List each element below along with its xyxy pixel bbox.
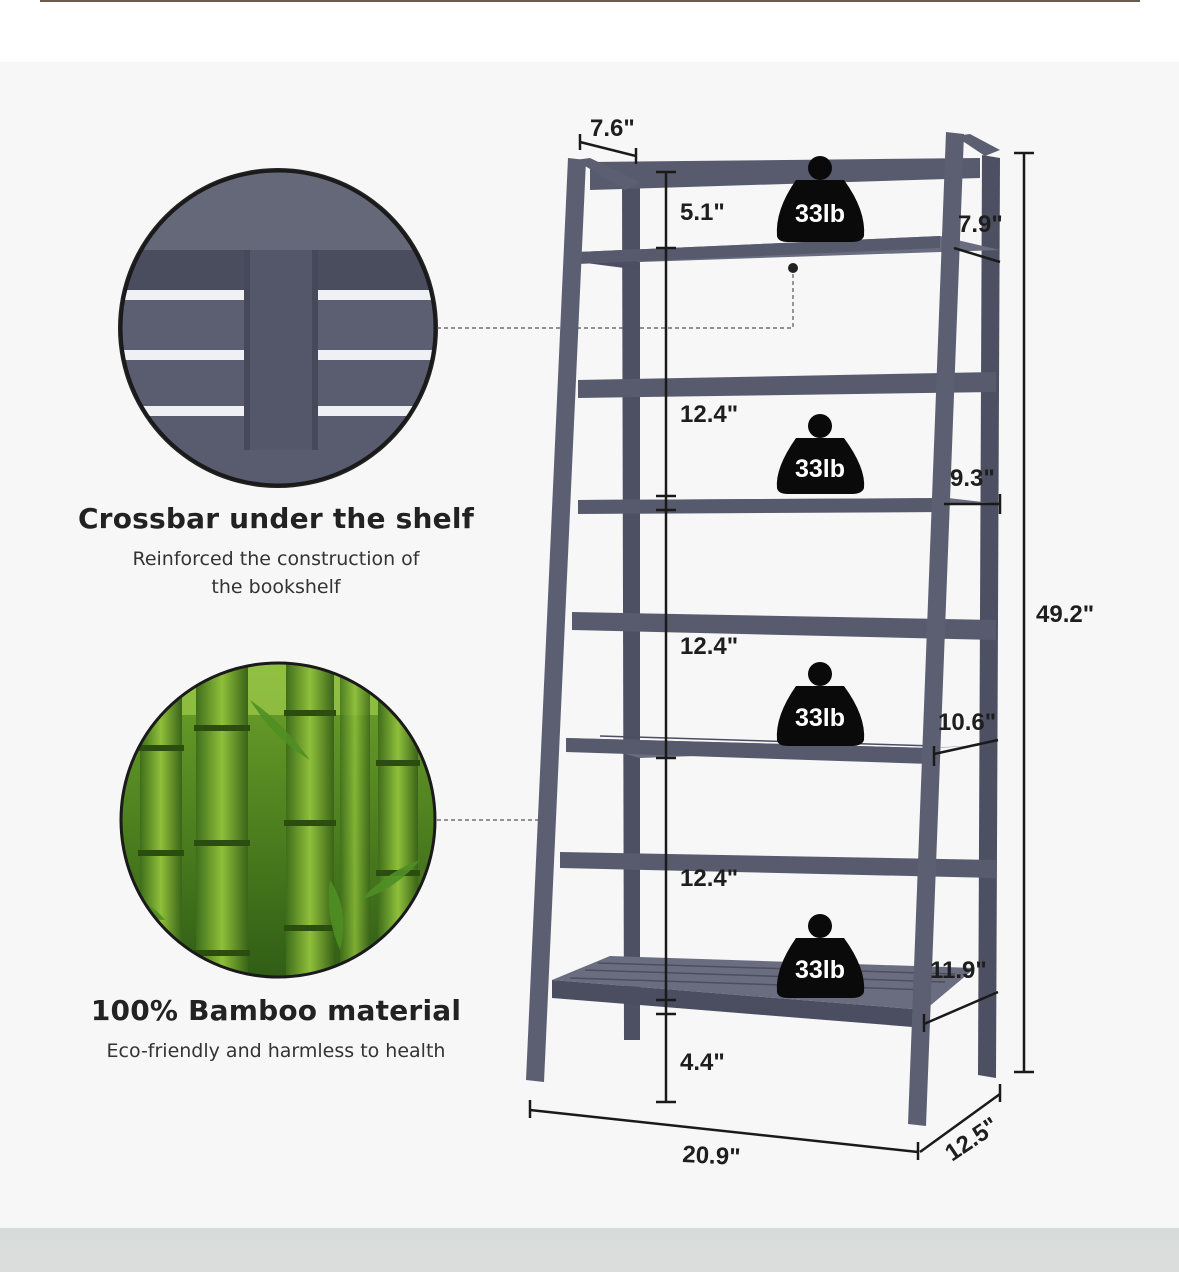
bamboo-material-image	[119, 661, 437, 979]
dim-shelf-depth-4: 11.9"	[930, 957, 987, 984]
dim-width: 20.9"	[682, 1141, 741, 1171]
dim-shelf-depth-3: 10.6"	[938, 709, 996, 736]
feature-bamboo-subtitle-line1: Eco-friendly and harmless to health	[106, 1040, 446, 1062]
weight-label-1: 33lb	[795, 200, 845, 228]
dimension-lines	[528, 134, 1034, 1160]
feature-crossbar-subtitle: Reinforced the construction of the books…	[66, 545, 486, 601]
dim-base-depth: 12.5"	[940, 1112, 1003, 1167]
weight-badge-2: 33lb	[776, 414, 865, 494]
feature-crossbar-subtitle-line2: the bookshelf	[211, 576, 341, 598]
crossbar-callout-line	[437, 270, 794, 329]
dim-gap-bottom: 4.4"	[680, 1049, 725, 1076]
feature-bamboo-title: 100% Bamboo material	[90, 994, 462, 1027]
top-divider	[40, 0, 1140, 2]
dim-gap-4: 12.4"	[680, 865, 738, 892]
bottom-bar	[0, 1228, 1179, 1272]
feature-crossbar-title: Crossbar under the shelf	[77, 502, 475, 535]
dim-shelf-depth-2: 9.3"	[950, 465, 995, 492]
bookshelf-drawing	[526, 132, 1000, 1126]
feature-crossbar-subtitle-line1: Reinforced the construction of	[132, 548, 420, 570]
dim-top-depth: 7.6"	[590, 115, 635, 142]
dim-gap-2: 12.4"	[680, 401, 738, 428]
feature-crossbar: Crossbar under the shelf Reinforced the …	[66, 502, 486, 601]
feature-bamboo-subtitle: Eco-friendly and harmless to health	[66, 1037, 486, 1065]
weight-badge-3: 33lb	[776, 662, 865, 746]
dim-gap-top: 5.1"	[680, 199, 725, 226]
dim-gap-3: 12.4"	[680, 633, 738, 660]
dim-shelf-depth-1: 7.9"	[958, 211, 1003, 238]
weight-badge-4: 33lb	[776, 914, 865, 998]
crossbar-callout-dot	[788, 263, 798, 273]
weight-badge-1: 33lb	[776, 156, 865, 242]
dim-height: 49.2"	[1036, 601, 1094, 628]
feature-bamboo: 100% Bamboo material Eco-friendly and ha…	[66, 994, 486, 1065]
weight-label-2: 33lb	[795, 455, 845, 483]
crossbar-closeup-image	[118, 168, 438, 488]
weight-label-4: 33lb	[795, 956, 845, 984]
weight-label-3: 33lb	[795, 704, 845, 732]
